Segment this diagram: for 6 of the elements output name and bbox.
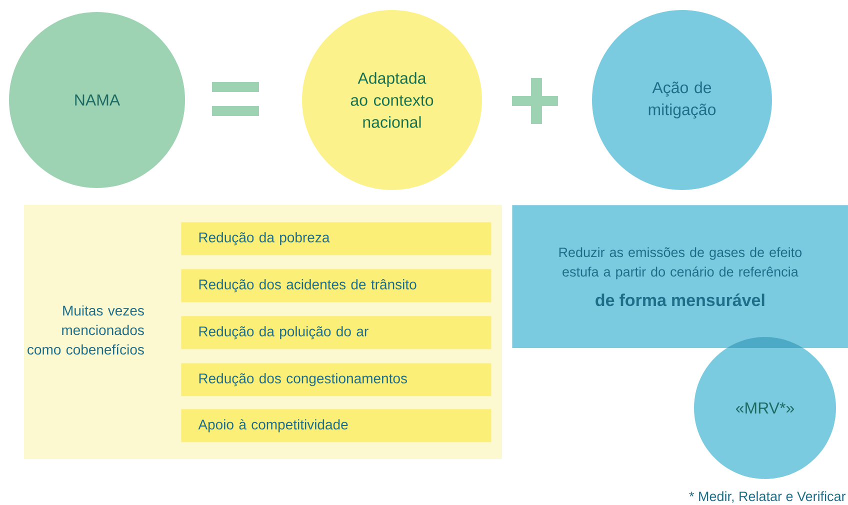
list-bar: Redução dos congestionamentos (181, 363, 492, 396)
list-bar: Redução dos acidentes de trânsito (181, 269, 492, 302)
node-label: «MRV*» (736, 402, 794, 414)
list-bar: Redução da poluição do ar (181, 316, 492, 350)
list-bar: Redução da pobreza (181, 222, 492, 256)
list-bar: Apoio à competitividade (181, 409, 492, 442)
